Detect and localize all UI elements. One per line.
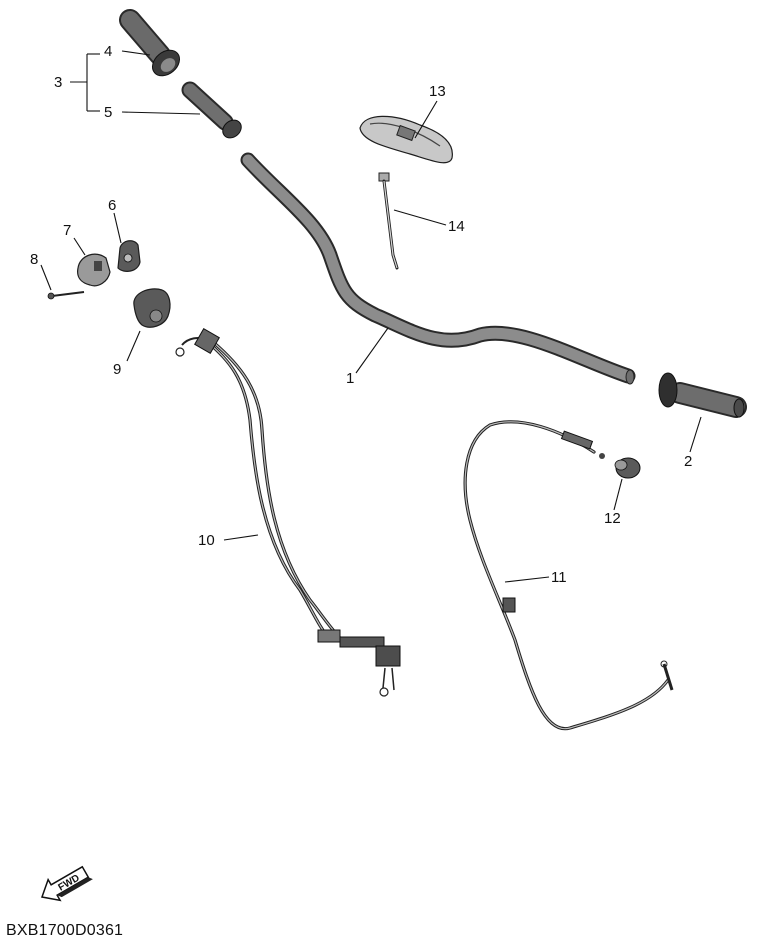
cable-adjuster-part[interactable] [614,457,641,479]
callout-3: 3 [54,74,62,91]
switch-housing-upper-part[interactable] [117,240,141,272]
callout-1: 1 [346,370,354,387]
callout-11: 11 [551,569,567,586]
callout-10: 10 [198,532,215,549]
throttle-sleeve-part[interactable] [181,81,245,142]
callout-7: 7 [63,222,71,239]
clutch-cable-part[interactable] [463,420,674,731]
callout-13: 13 [429,83,446,100]
callout-numbers: 1 2 3 4 5 6 7 8 9 10 11 12 13 14 [30,43,692,586]
right-grip-part[interactable] [658,372,747,418]
diagram-code: BXB1700D0361 [6,922,124,939]
callout-4: 4 [104,43,112,60]
throttle-housing-part[interactable] [133,288,171,328]
throttle-cable-part[interactable] [175,328,401,697]
fwd-arrow-icon: FWD [41,865,93,902]
callout-6: 6 [108,197,116,214]
callout-14: 14 [448,218,465,235]
callout-2: 2 [684,453,692,470]
callout-12: 12 [604,510,621,527]
handlebar-part[interactable] [240,152,636,385]
callout-9: 9 [113,361,121,378]
cable-tie-part[interactable] [378,172,399,270]
callout-5: 5 [104,104,112,121]
switch-housing-lower-part[interactable] [77,253,111,287]
left-grip-part[interactable] [119,9,185,81]
callout-leaders [40,50,702,583]
callout-8: 8 [30,251,38,268]
handlebar-pad-part[interactable] [359,115,453,164]
screw-part[interactable] [47,291,85,300]
